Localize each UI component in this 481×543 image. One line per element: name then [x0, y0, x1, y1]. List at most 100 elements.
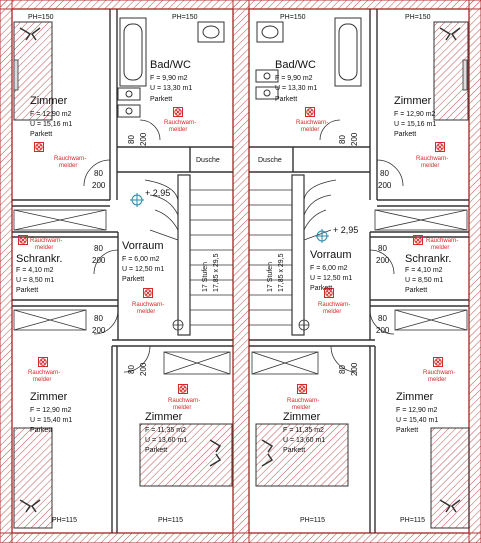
- door-height: 200: [376, 326, 390, 335]
- door-height: 200: [92, 181, 106, 190]
- smoke-detector-icon: [435, 142, 445, 152]
- smoke-detector-label: Rauchwarn-: [296, 120, 328, 126]
- smoke-detector-label: Rauchwarn-: [54, 156, 86, 162]
- door-width: 80: [380, 169, 389, 178]
- room-floor: Parkett: [16, 287, 38, 294]
- room-name: Zimmer: [30, 95, 68, 107]
- smoke-detector-label: Rauchwarn-: [164, 120, 196, 126]
- room-name: Zimmer: [396, 391, 434, 403]
- smoke-detector-icon: [38, 357, 48, 367]
- room-area: F = 9,90 m2: [275, 75, 313, 82]
- smoke-detector-label: melder: [301, 127, 319, 133]
- stairs-dim-label: 17,85 x 29,5: [213, 253, 220, 292]
- room-floor: Parkett: [310, 285, 332, 292]
- room-perimeter: U = 13,30 m1: [150, 85, 192, 92]
- room-perimeter: U = 13,60 m1: [283, 437, 325, 444]
- room-area: F = 9,90 m2: [150, 75, 188, 82]
- room-name: Vorraum: [310, 249, 352, 261]
- room-floor: Parkett: [283, 447, 305, 454]
- smoke-detector-icon: [173, 107, 183, 117]
- smoke-detector-label: melder: [428, 377, 446, 383]
- room-perimeter: U = 8,50 m1: [405, 277, 443, 284]
- room-area: F = 11,35 m2: [283, 427, 324, 434]
- ph-label: PH=150: [405, 14, 431, 21]
- smoke-detector-label: Rauchwarn-: [318, 302, 350, 308]
- door-width: 80: [94, 169, 103, 178]
- door-swings: [83, 119, 404, 373]
- door-width: 80: [94, 244, 103, 253]
- door-height: 200: [139, 132, 148, 146]
- dusche-label: Dusche: [196, 157, 220, 164]
- door-height: 200: [139, 362, 148, 376]
- room-floor: Parkett: [275, 96, 297, 103]
- smoke-detector-label: melder: [173, 405, 191, 411]
- smoke-detector-label: melder: [169, 127, 187, 133]
- bathroom-fixtures: [117, 17, 362, 118]
- interior-walls: [11, 8, 470, 534]
- door-width: 80: [338, 135, 347, 144]
- room-perimeter: U = 8,50 m1: [16, 277, 54, 284]
- stairs-count-label: 17 Stufen: [267, 262, 274, 292]
- room-perimeter: U = 15,16 m1: [30, 121, 72, 128]
- smoke-detector-label: Rauchwarn-: [30, 238, 62, 244]
- door-width: 80: [127, 135, 136, 144]
- ph-label: PH=115: [52, 517, 77, 524]
- smoke-detector-label: Rauchwarn-: [287, 398, 319, 404]
- level-markers: [130, 193, 329, 243]
- smoke-detector-label: Rauchwarn-: [28, 370, 60, 376]
- smoke-detector-icon: [178, 384, 188, 394]
- door-width: 80: [127, 365, 136, 374]
- door-height: 200: [378, 181, 392, 190]
- room-perimeter: U = 13,60 m1: [145, 437, 187, 444]
- room-floor: Parkett: [150, 96, 172, 103]
- room-area: F = 12,90 m2: [396, 407, 438, 414]
- ph-label: PH=150: [280, 14, 306, 21]
- level-label: + 2,95: [145, 188, 170, 198]
- wardrobes: [13, 59, 468, 375]
- ph-label: PH=115: [400, 517, 425, 524]
- room-floor: Parkett: [145, 447, 167, 454]
- room-perimeter: U = 15,16 m1: [394, 121, 436, 128]
- room-area: F = 6,00 m2: [310, 265, 348, 272]
- stairs-dim-label: 17,85 x 29,5: [278, 253, 285, 292]
- room-name: Schrankr.: [405, 253, 451, 265]
- smoke-detector-label: Rauchwarn-: [426, 238, 458, 244]
- room-name: Zimmer: [145, 411, 183, 423]
- smoke-detector-label: melder: [137, 309, 155, 315]
- room-area: F = 12,90 m2: [394, 111, 436, 118]
- room-floor: Parkett: [30, 131, 52, 138]
- smoke-detector-label: melder: [431, 245, 449, 251]
- door-width: 80: [378, 244, 387, 253]
- level-label: + 2,95: [333, 225, 358, 235]
- room-name: Bad/WC: [150, 59, 191, 71]
- room-name: Zimmer: [283, 411, 321, 423]
- ph-label: PH=150: [28, 14, 54, 21]
- smoke-detector-icon: [433, 357, 443, 367]
- smoke-detector-label: melder: [35, 245, 53, 251]
- stairs-count-label: 17 Stufen: [202, 262, 209, 292]
- room-floor: Parkett: [30, 427, 52, 434]
- smoke-detector-label: Rauchwarn-: [423, 370, 455, 376]
- beds: [13, 21, 470, 529]
- room-name: Vorraum: [122, 240, 164, 252]
- door-height: 200: [350, 132, 359, 146]
- room-floor: Parkett: [394, 131, 416, 138]
- room-area: F = 4,10 m2: [405, 267, 443, 274]
- door-width: 80: [378, 314, 387, 323]
- dusche-label: Dusche: [258, 157, 282, 164]
- smoke-detector-label: melder: [292, 405, 310, 411]
- room-area: F = 12,90 m2: [30, 407, 72, 414]
- smoke-detector-label: Rauchwarn-: [132, 302, 164, 308]
- door-height: 200: [92, 256, 106, 265]
- smoke-detector-icon: [297, 384, 307, 394]
- room-area: F = 12,90 m2: [30, 111, 72, 118]
- room-perimeter: U = 12,50 m1: [310, 275, 352, 282]
- room-floor: Parkett: [122, 276, 144, 283]
- room-area: F = 6,00 m2: [122, 256, 160, 263]
- ph-label: PH=115: [300, 517, 325, 524]
- room-perimeter: U = 15,40 m1: [30, 417, 72, 424]
- room-name: Zimmer: [394, 95, 432, 107]
- smoke-detector-label: Rauchwarn-: [168, 398, 200, 404]
